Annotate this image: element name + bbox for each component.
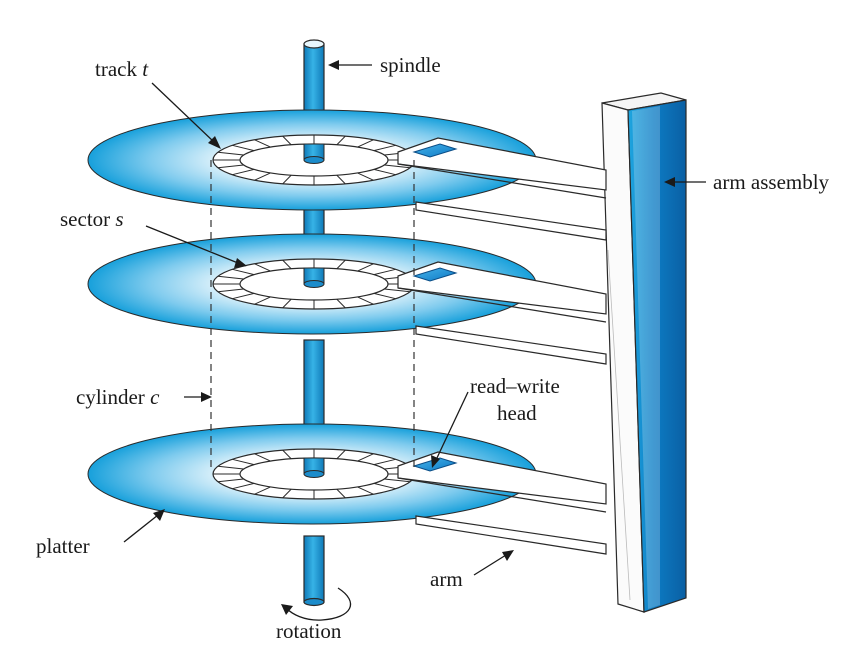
read-write-head (412, 143, 458, 158)
sector-divider (282, 488, 292, 499)
sector-divider (217, 478, 244, 483)
upper-arm-edge (397, 163, 607, 199)
sector-divider (232, 168, 255, 176)
sector-divider (217, 151, 244, 156)
sector-divider (232, 144, 255, 152)
sector-divider (384, 164, 411, 169)
sector-divider (254, 172, 271, 181)
sector-divider (254, 263, 271, 272)
sector-divider (373, 168, 396, 176)
sector-divider (357, 172, 374, 181)
sector-divider (373, 292, 396, 300)
sector-divider (357, 296, 374, 305)
sector-divider (254, 486, 271, 495)
sector-divider (384, 478, 411, 483)
upper-arm-edge (397, 477, 607, 513)
sector-divider (232, 268, 255, 276)
head-label: head (497, 401, 537, 425)
spindle-hub-base (303, 156, 325, 164)
platters (87, 109, 537, 525)
cylinder-label: cylinder c (76, 385, 160, 409)
sector-divider (373, 268, 396, 276)
sector-divider (217, 275, 244, 280)
track-label: track t (95, 57, 149, 81)
sector-divider (357, 453, 374, 462)
rotation-arrow (281, 587, 351, 621)
sector-divider (336, 298, 346, 309)
sector-divider (384, 288, 411, 293)
read-write-label: read–write (470, 374, 560, 398)
sector-divider (217, 288, 244, 293)
platter (87, 423, 537, 525)
platter (87, 109, 537, 211)
sector-divider (232, 292, 255, 300)
sector-divider (357, 263, 374, 272)
platter-label: platter (36, 534, 90, 558)
sector-divider (336, 449, 346, 460)
sector-divider (336, 259, 346, 270)
sector-divider (373, 144, 396, 152)
sector-divider (254, 139, 271, 148)
arms (397, 137, 607, 555)
arm-assembly (601, 92, 687, 613)
sector-divider (357, 139, 374, 148)
arm (397, 451, 607, 555)
sector-divider (336, 174, 346, 185)
sector-divider (282, 135, 292, 146)
sector-divider (282, 449, 292, 460)
sector-divider (336, 488, 346, 499)
arm (397, 137, 607, 241)
sector-divider (357, 486, 374, 495)
platter (87, 233, 537, 335)
lower-arm (415, 325, 607, 365)
sector-divider (217, 164, 244, 169)
spindle-label: spindle (380, 53, 441, 77)
arm (397, 261, 607, 365)
sector-divider (282, 298, 292, 309)
spindle-hub-base (303, 470, 325, 478)
sector-divider (373, 482, 396, 490)
leader-lines (123, 60, 706, 576)
spindle-hub-base (303, 280, 325, 288)
arm-assembly-label: arm assembly (713, 170, 830, 194)
sector-label: sector s (60, 207, 124, 231)
sector-divider (254, 296, 271, 305)
sector-divider (336, 135, 346, 146)
sector-divider (232, 458, 255, 466)
rotation-label: rotation (276, 619, 342, 643)
sector-divider (373, 458, 396, 466)
sector-divider (282, 259, 292, 270)
arm-label: arm (430, 567, 463, 591)
lower-arm (415, 515, 607, 555)
sector-divider (254, 453, 271, 462)
sector-divider (282, 174, 292, 185)
lower-arm (415, 201, 607, 241)
sector-divider (232, 482, 255, 490)
read-write-head (412, 267, 458, 282)
cylinder-outline (210, 160, 415, 472)
sector-divider (217, 465, 244, 470)
upper-arm-edge (397, 287, 607, 323)
